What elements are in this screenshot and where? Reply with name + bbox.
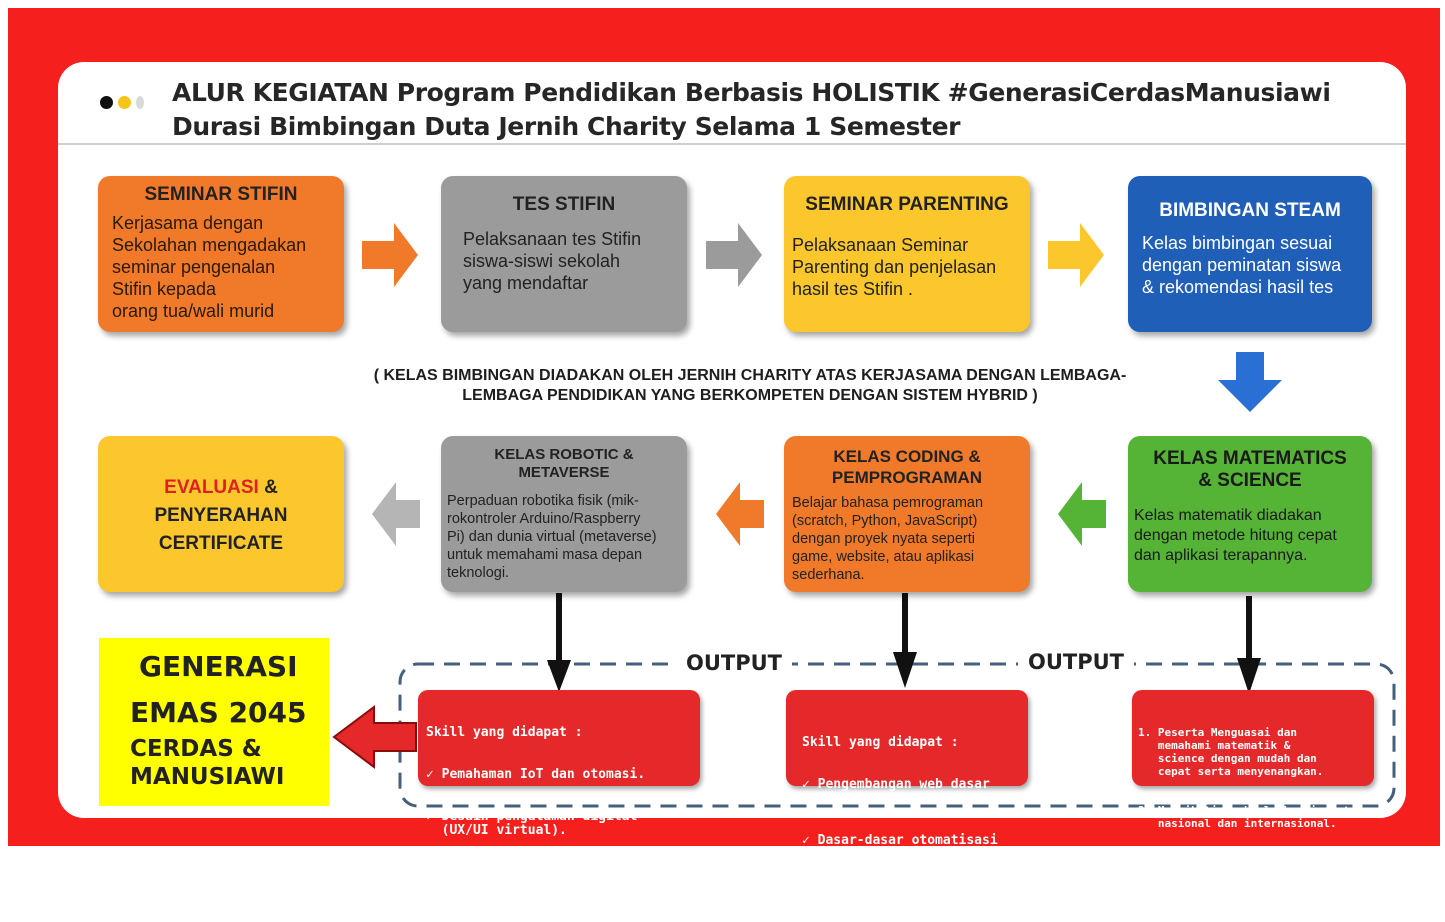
generasi-line-1: GENERASI — [139, 650, 298, 683]
box-body: Pelaksanaan tes Stifin siswa-siswi sekol… — [463, 229, 642, 293]
box-heading: SEMINAR STIFIN — [144, 184, 298, 205]
box-heading: KELAS CODING & PEMPROGRAMAN — [831, 447, 983, 487]
skill-box-coding: Skill yang didapat : ✓ Pengembangan web … — [786, 690, 1028, 862]
page-title: ALUR KEGIATAN Program Pendidikan Berbasi… — [172, 76, 1331, 144]
box-body: Pelaksanaan Seminar Parenting dan penjel… — [792, 235, 997, 299]
box-coding-pemprograman: KELAS CODING & PEMPROGRAMAN Belajar baha… — [784, 436, 1030, 592]
generasi-line-2: EMAS 2045 — [130, 696, 307, 729]
arrow-right-icon — [706, 223, 762, 287]
box-heading: TES STIFIN — [512, 194, 616, 215]
arrow-down-icon — [1218, 352, 1282, 412]
box-body: Perpaduan robotika fisik (mik- rokontrol… — [447, 493, 657, 581]
title-line-1: ALUR KEGIATAN Program Pendidikan Berbasi… — [172, 78, 1331, 107]
program-note: ( KELAS BIMBINGAN DIADAKAN OLEH JERNIH C… — [373, 367, 1127, 404]
evaluasi-line3: CERTIFICATE — [158, 533, 284, 554]
skill-item: ✓ Membuat Robot pintar dengan inovasi da… — [426, 865, 653, 894]
arrow-down-icon — [547, 660, 571, 692]
skill-item: 1. Peserta Menguasai dan memahami matema… — [1138, 726, 1324, 778]
generasi-line-4: MANUSIAWI — [130, 764, 285, 790]
box-matematics-science: KELAS MATEMATICS & SCIENCE Kelas matemat… — [1128, 436, 1372, 592]
skill-item: ✓ Dasar-dasar otomatisasi proses bisnis. — [802, 833, 998, 862]
skill-box-math: 1. Peserta Menguasai dan memahami matema… — [1132, 690, 1374, 830]
skill-title: Skill yang didapat : — [426, 725, 583, 740]
arrow-right-icon — [362, 223, 418, 287]
gray-dot-icon — [136, 96, 144, 109]
yellow-dot-icon — [118, 96, 131, 109]
generasi-line-3: CERDAS & — [130, 736, 262, 762]
box-body: Belajar bahasa pemrograman (scratch, Pyt… — [792, 495, 984, 583]
arrow-down-icon — [1237, 658, 1261, 694]
box-heading: SEMINAR PARENTING — [805, 194, 1009, 215]
arrow-down-icon — [893, 652, 917, 688]
box-body: Kerjasama dengan Sekolahan mengadakan se… — [112, 213, 307, 321]
evaluasi-text: EVALUASI & PENYERAHAN CERTIFICATE — [98, 474, 344, 558]
header-divider — [58, 143, 1406, 145]
flow-arrows — [332, 223, 1396, 808]
arrow-right-icon — [1048, 223, 1104, 287]
box-bimbingan-steam: BIMBINGAN STEAM Kelas bimbingan sesuai d… — [1128, 176, 1372, 332]
box-seminar-parenting: SEMINAR PARENTING Pelaksanaan Seminar Pa… — [784, 176, 1030, 332]
black-dot-icon — [100, 96, 113, 109]
arrow-left-icon — [716, 482, 764, 546]
arrow-left-icon — [1058, 482, 1106, 546]
evaluasi-amp: & — [258, 477, 278, 498]
skill-item: 2. Mengikuti lomba-lomba tingkat nasiona… — [1138, 804, 1350, 830]
output-label: OUTPUT — [676, 651, 792, 675]
evaluasi-word: EVALUASI — [164, 477, 259, 498]
generasi-emas-box: GENERASI EMAS 2045 CERDAS & MANUSIAWI — [99, 638, 329, 806]
arrow-left-icon — [332, 705, 417, 769]
box-robotic-metaverse: KELAS ROBOTIC & METAVERSE Perpaduan robo… — [441, 436, 687, 592]
box-body: Kelas matematik diadakan dengan metode h… — [1134, 507, 1337, 564]
skill-item: ✓ Pengembangan web dasar (front-end). — [802, 777, 990, 806]
box-tes-stifin: TES STIFIN Pelaksanaan tes Stifin siswa-… — [441, 176, 687, 332]
skill-item: ✓ Pemahaman IoT dan otomasi. — [426, 767, 646, 782]
evaluasi-line2: PENYERAHAN — [154, 505, 288, 526]
skill-item: ✓ Desain pengalaman digital (UX/UI virtu… — [426, 809, 638, 838]
box-body: Kelas bimbingan sesuai dengan peminatan … — [1142, 233, 1342, 297]
box-heading: BIMBINGAN STEAM — [1159, 200, 1341, 221]
output-label: OUTPUT — [1018, 650, 1134, 674]
arrow-left-icon — [372, 482, 420, 546]
infographic: ALUR KEGIATAN Program Pendidikan Berbasi… — [8, 8, 1440, 894]
title-line-2: Durasi Bimbingan Duta Jernih Charity Sel… — [172, 112, 961, 141]
skill-title: Skill yang didapat : — [802, 735, 959, 750]
box-evaluasi: EVALUASI & PENYERAHAN CERTIFICATE — [98, 436, 344, 592]
box-heading: KELAS ROBOTIC & METAVERSE — [494, 446, 634, 481]
box-seminar-stifin: SEMINAR STIFIN Kerjasama dengan Sekolaha… — [98, 176, 344, 332]
skill-box-robotic: Skill yang didapat : ✓ Pemahaman IoT dan… — [418, 690, 700, 894]
box-heading: KELAS MATEMATICS & SCIENCE — [1153, 448, 1347, 491]
